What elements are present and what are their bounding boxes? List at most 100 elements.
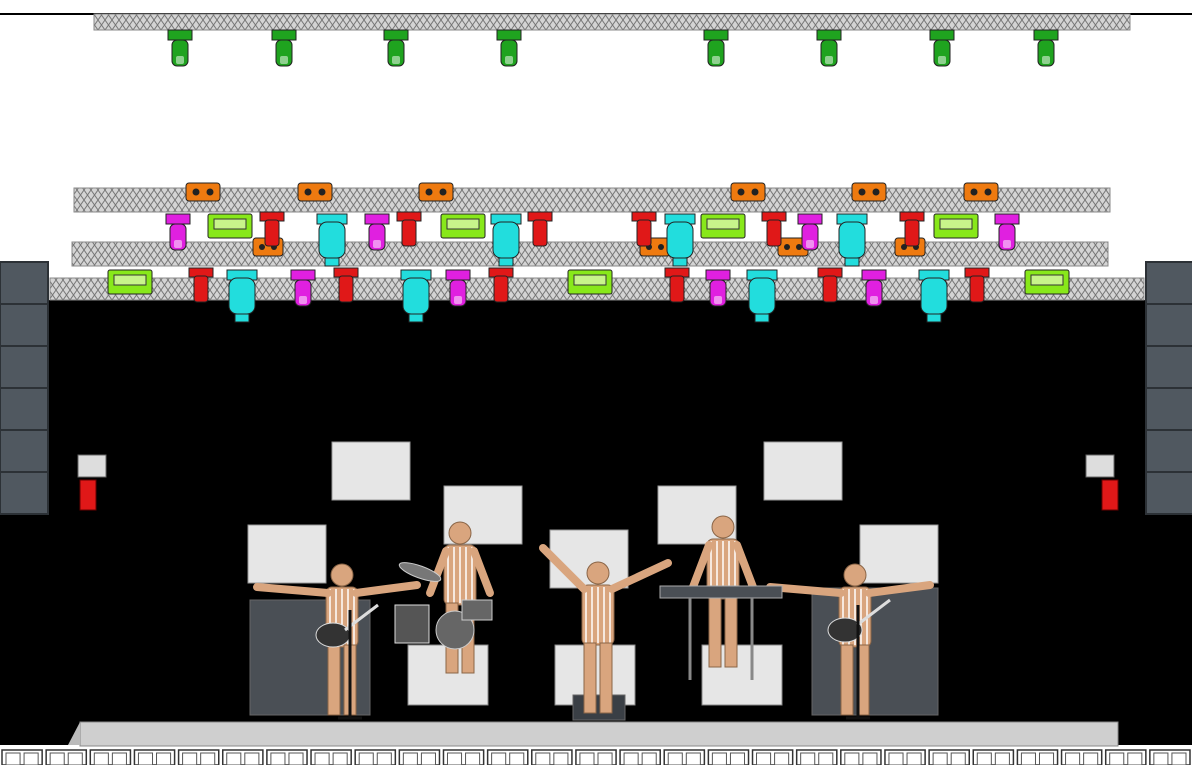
speaker-cabinet: [1145, 429, 1192, 473]
cyan-moving-head: [918, 269, 950, 323]
green-moving-head: [1033, 29, 1059, 67]
lighting-fixtures: [107, 29, 1070, 323]
side-spot-right: [1085, 454, 1119, 511]
barrier-section: [133, 749, 176, 765]
lime-wash-bar: [567, 269, 613, 295]
red-spot: [817, 267, 843, 303]
barrier-section: [928, 749, 971, 765]
speaker-cabinet: [1145, 387, 1192, 431]
mid-truss-1: [73, 187, 1111, 213]
red-spot: [396, 211, 422, 247]
orange-blinder: [851, 182, 887, 202]
side-spot-left: [77, 454, 107, 511]
drum-kit: [394, 562, 493, 650]
barrier-section: [1016, 749, 1059, 765]
speaker-cabinet: [0, 261, 49, 305]
barrier-section: [310, 749, 352, 765]
backdrop-screen: [331, 441, 411, 501]
mic-stand-right: [846, 605, 870, 720]
speaker-cabinet: [0, 303, 49, 347]
keyboard: [659, 585, 783, 680]
green-moving-head: [271, 29, 297, 67]
lime-wash-bar: [207, 213, 253, 239]
red-spot: [488, 267, 514, 303]
speaker-cabinet: [1145, 471, 1192, 515]
performer: [539, 544, 672, 714]
barrier-section: [442, 749, 485, 765]
cyan-moving-head: [836, 213, 868, 267]
cyan-moving-head: [746, 269, 778, 323]
cyan-moving-head: [490, 213, 522, 267]
stage-deck: [79, 721, 1119, 747]
red-spot: [259, 211, 285, 247]
speaker-cabinet: [0, 345, 49, 389]
magenta-moving-head: [705, 269, 731, 307]
lime-wash-bar: [933, 213, 979, 239]
magenta-moving-head: [290, 269, 316, 307]
truss-rig: [49, 13, 1145, 301]
right-speaker-array: [1145, 261, 1192, 515]
red-spot: [899, 211, 925, 247]
right-amp-riser: [811, 587, 939, 716]
green-moving-head: [703, 29, 729, 67]
magenta-moving-head: [445, 269, 471, 307]
barrier-section: [1, 749, 43, 765]
green-moving-head: [816, 29, 842, 67]
magenta-moving-head: [994, 213, 1020, 251]
red-spot: [188, 267, 214, 303]
lime-wash-bar: [1024, 269, 1070, 295]
lime-wash-bar: [107, 269, 153, 295]
orange-blinder: [418, 182, 454, 202]
backdrop-screen: [247, 524, 327, 584]
barrier-section: [1149, 749, 1191, 765]
backdrop-screen: [763, 441, 843, 501]
barrier-section: [1060, 749, 1103, 765]
stage-deck-ramp: [68, 722, 80, 745]
guitar-right: [827, 598, 891, 643]
backdrop-screen: [859, 524, 939, 584]
barrier-section: [663, 749, 706, 765]
red-spot: [527, 211, 553, 247]
orange-blinder: [185, 182, 221, 202]
green-moving-head: [496, 29, 522, 67]
barrier-section: [398, 749, 441, 765]
cyan-moving-head: [226, 269, 258, 323]
barrier-section: [221, 749, 264, 765]
front-barrier: [1, 749, 1191, 765]
barrier-section: [707, 749, 750, 765]
magenta-moving-head: [165, 213, 191, 251]
red-spot: [761, 211, 787, 247]
barrier-section: [619, 749, 661, 765]
mic-stand-left: [338, 610, 362, 720]
top-truss: [93, 13, 1131, 31]
barrier-section: [177, 749, 220, 765]
barrier-section: [840, 749, 882, 765]
barrier-section: [795, 749, 838, 765]
orange-blinder: [730, 182, 766, 202]
green-moving-head: [929, 29, 955, 67]
lime-wash-bar: [440, 213, 486, 239]
magenta-moving-head: [797, 213, 823, 251]
barrier-section: [45, 749, 88, 765]
speaker-cabinet: [1145, 303, 1192, 347]
red-spot: [631, 211, 657, 247]
wedge-monitor: [572, 694, 626, 721]
speaker-cabinet: [0, 471, 49, 515]
cyan-moving-head: [400, 269, 432, 323]
left-speaker-array: [0, 261, 49, 515]
speaker-cabinet: [0, 387, 49, 431]
cyan-moving-head: [664, 213, 696, 267]
lime-wash-bar: [700, 213, 746, 239]
cyan-moving-head: [316, 213, 348, 267]
barrier-section: [972, 749, 1015, 765]
magenta-moving-head: [364, 213, 390, 251]
green-moving-head: [167, 29, 193, 67]
barrier-section: [884, 749, 926, 765]
speaker-cabinet: [1145, 261, 1192, 305]
orange-blinder: [297, 182, 333, 202]
barrier-section: [354, 749, 397, 765]
magenta-moving-head: [861, 269, 887, 307]
orange-blinder: [777, 237, 809, 257]
barrier-section: [575, 749, 617, 765]
